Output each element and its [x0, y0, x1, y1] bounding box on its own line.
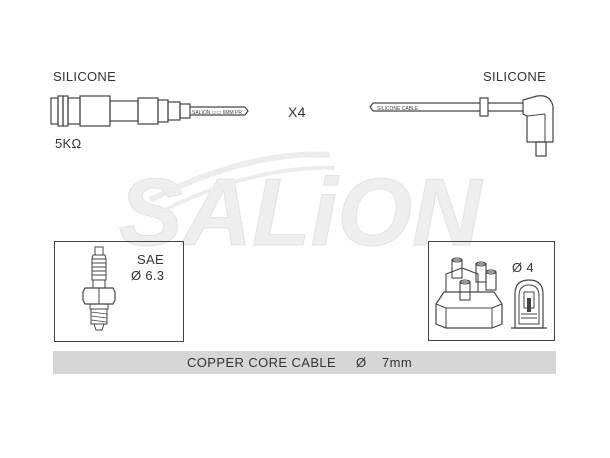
resistance-label: 5KΩ [55, 136, 82, 151]
plug-standard-label: SAE [137, 252, 164, 267]
cable-diameter-value: 7mm [382, 355, 413, 370]
right-cable-print: SILICONE CABLE [377, 106, 419, 112]
diameter-symbol: Ø [356, 355, 367, 370]
coil-diameter-label: Ø 4 [512, 260, 534, 275]
distributor-cap-icon [435, 257, 503, 329]
cable-spec-bar: COPPER CORE CABLE Ø 7mm [53, 351, 556, 374]
right-cable-boot-drawing: SILICONE CABLE [369, 95, 554, 157]
cable-type-label: COPPER CORE CABLE [187, 355, 337, 370]
left-cable-terminal-drawing: SALION ▭▭ 6MM PR [50, 95, 249, 127]
plug-diameter-label: Ø 6.3 [131, 268, 165, 283]
spark-plug-icon [82, 246, 116, 331]
watermark-text: SALiON [119, 159, 483, 266]
distributor-cap-box [428, 241, 555, 341]
spark-plug-box [54, 241, 184, 342]
right-material-label: SILICONE [483, 69, 547, 84]
coil-terminal-icon [511, 279, 547, 329]
watermark-swoosh-2 [159, 165, 336, 214]
left-material-label: SILICONE [53, 69, 117, 84]
watermark-swoosh [148, 151, 331, 203]
left-cable-print: SALION ▭▭ 6MM PR [192, 110, 242, 116]
quantity-label: X4 [288, 104, 306, 120]
